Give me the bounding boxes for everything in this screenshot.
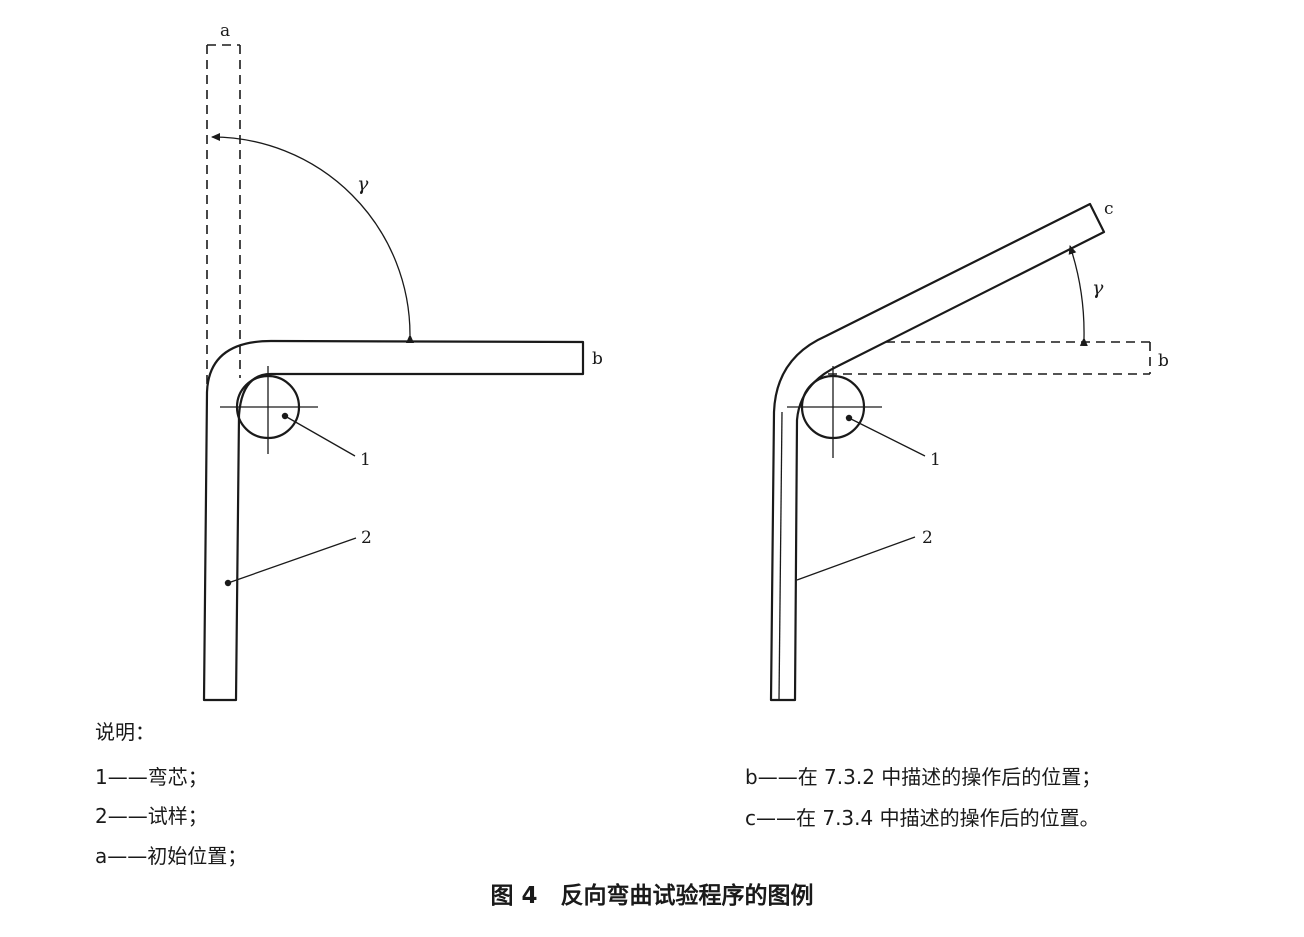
legend-item-specimen: 2——试样； bbox=[95, 804, 208, 828]
specimen-inner-line bbox=[778, 411, 783, 701]
initial-position-outline bbox=[206, 44, 241, 390]
legend-title: 说明： bbox=[95, 720, 155, 744]
label-c: c bbox=[1104, 199, 1114, 219]
angle-arc-gamma bbox=[211, 133, 415, 344]
right-figure: b c γ 1 2 bbox=[769, 199, 1169, 702]
label-2: 2 bbox=[361, 528, 372, 548]
label-1-right: 1 bbox=[930, 450, 941, 470]
left-figure: a b γ 1 2 bbox=[202, 21, 603, 702]
position-b-outline bbox=[828, 341, 1151, 375]
angle-arc-gamma-right bbox=[1068, 245, 1088, 347]
specimen-bent bbox=[202, 339, 585, 702]
legend-item-mandrel: 1——弯芯； bbox=[95, 765, 208, 789]
label-1: 1 bbox=[360, 450, 371, 470]
leader-line-1-right bbox=[848, 417, 926, 457]
leader-line-2-right bbox=[796, 536, 916, 581]
legend-item-initial-position: a——初始位置； bbox=[95, 844, 248, 868]
figure-caption: 图 4 反向弯曲试验程序的图例 bbox=[490, 883, 814, 909]
label-2-right: 2 bbox=[922, 528, 933, 548]
label-a: a bbox=[220, 21, 230, 41]
leader-line-2 bbox=[227, 537, 357, 584]
legend-item-position-c: c——在 7.3.4 中描述的操作后的位置。 bbox=[745, 806, 1100, 830]
specimen-bent-c bbox=[769, 202, 1106, 702]
label-gamma-right: γ bbox=[1092, 277, 1104, 299]
leader-line-1 bbox=[284, 415, 356, 457]
legend-item-position-b: b——在 7.3.2 中描述的操作后的位置； bbox=[745, 765, 1102, 789]
label-gamma: γ bbox=[357, 173, 369, 195]
label-b: b bbox=[592, 349, 603, 369]
label-b-right: b bbox=[1158, 351, 1169, 371]
